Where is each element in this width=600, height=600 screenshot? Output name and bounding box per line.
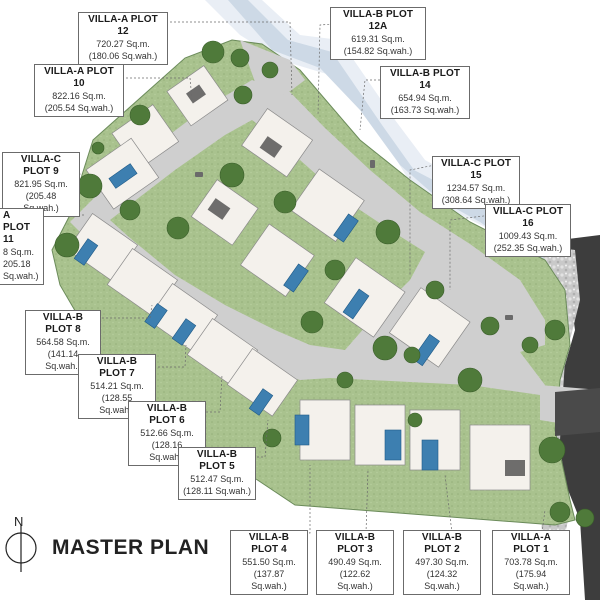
plot-area-sqm: 821.95 Sq.m. [14,179,68,189]
plot-label-villa-a-10: VILLA-A PLOT 10 822.16 Sq.m. (205.54 Sq.… [34,64,124,117]
plot-area-wah: (308.64 Sq.wah.) [441,195,511,205]
plot-name: VILLA-A PLOT 10 [44,66,114,89]
plot-area-wah: (128.11 Sq.wah.) [183,486,251,496]
cars [195,160,513,320]
plot-area-wah: (154.82 Sq.wah.) [343,46,413,56]
plot-name: VILLA-A PLOT 1 [510,532,552,555]
plot-label-villa-b-5: VILLA-B PLOT 5 512.47 Sq.m. (128.11 Sq.w… [178,447,256,500]
plot-name: VILLA-B PLOT 4 [248,532,290,555]
plot-area-sqm: 1234.57 Sq.m. [446,183,506,193]
plot-name: VILLA-B PLOT 7 [96,356,138,379]
plot-area-wah: (137.87 Sq.wah.) [251,569,287,591]
plot-name: VILLA-B PLOT 12A [342,9,414,32]
plot-area-wah: (163.73 Sq.wah.) [390,105,460,115]
plot-area-wah: (128.55 Sq.wah.) [99,393,135,415]
plot-area-wah: (128.16 Sq.wah.) [149,440,185,462]
plot-name: VILLA-C PLOT 15 [440,158,512,181]
plot-area-wah: (141.14 Sq.wah.) [45,349,81,371]
roof-accents [186,84,525,476]
plot-label-villa-a-12: VILLA-A PLOT 12 720.27 Sq.m. (180.06 Sq.… [78,12,168,65]
plot-label-villa-b-14: VILLA-B PLOT 14 654.94 Sq.m. (163.73 Sq.… [380,66,470,119]
trees [54,40,595,528]
plot-area-sqm: 654.94 Sq.m. [398,93,452,103]
plot-name: VILLA-B PLOT 5 [196,449,238,472]
plot-label-villa-b-2: VILLA-B PLOT 2 497.30 Sq.m. (124.32 Sq.w… [403,530,481,595]
plot-area-sqm: 822.16 Sq.m. [52,91,106,101]
plot-name: VILLA-B PLOT 14 [389,68,461,91]
north-label: N [14,514,24,529]
plot-area-sqm: 1009.43 Sq.m. [498,231,558,241]
plot-area-sqm: 619.31 Sq.m. [351,34,405,44]
plot-name: VILLA-B PLOT 8 [42,312,84,335]
plot-area-sqm: 720.27 Sq.m. [96,39,150,49]
plot-label-11: A PLOT 11 8 Sq.m. 205.18 Sq.wah.) [0,208,44,285]
plan-title: MASTER PLAN [52,536,210,559]
plot-name: A PLOT 11 [3,210,31,245]
road-bridge [555,388,600,436]
plot-label-villa-b-4: VILLA-B PLOT 4 551.50 Sq.m. (137.87 Sq.w… [230,530,308,595]
plot-area-sqm: 512.47 Sq.m. [190,474,244,484]
plot-name: VILLA-C PLOT 16 [492,206,564,229]
plot-area-sqm: 490.49 Sq.m. [328,557,382,567]
plot-area-wah: (124.32 Sq.wah.) [424,569,460,591]
plot-area-wah: (205.54 Sq.wah.) [44,103,114,113]
plot-area-sqm: 514.21 Sq.m. [90,381,144,391]
plot-name: VILLA-B PLOT 3 [334,532,376,555]
plot-area-sqm: 8 Sq.m. [3,247,35,257]
plot-area-sqm: 512.66 Sq.m. [140,428,194,438]
plot-area-sqm: 703.78 Sq.m. [504,557,558,567]
plot-label-villa-b-3: VILLA-B PLOT 3 490.49 Sq.m. (122.62 Sq.w… [316,530,394,595]
plot-label-villa-b-12a: VILLA-B PLOT 12A 619.31 Sq.m. (154.82 Sq… [330,7,426,60]
north-arrow-icon [5,525,37,572]
plot-area-wah: (252.35 Sq.wah.) [493,243,563,253]
plot-label-villa-c-15: VILLA-C PLOT 15 1234.57 Sq.m. (308.64 Sq… [432,156,520,209]
plot-area-sqm: 551.50 Sq.m. [242,557,296,567]
plot-name: VILLA-C PLOT 9 [20,154,62,177]
plot-area-wah: (175.94 Sq.wah.) [513,569,549,591]
plot-name: VILLA-B PLOT 2 [421,532,463,555]
plot-label-villa-c-16: VILLA-C PLOT 16 1009.43 Sq.m. (252.35 Sq… [485,204,571,257]
plot-area-sqm: 564.58 Sq.m. [36,337,90,347]
plot-area-wah: (180.06 Sq.wah.) [88,51,158,61]
plot-name: VILLA-B PLOT 6 [146,403,188,426]
plot-name: VILLA-A PLOT 12 [88,14,158,37]
plot-label-villa-a-1: VILLA-A PLOT 1 703.78 Sq.m. (175.94 Sq.w… [492,530,570,595]
pools [73,163,440,471]
plot-area-wah: (122.62 Sq.wah.) [337,569,373,591]
plot-area-sqm: 497.30 Sq.m. [415,557,469,567]
plot-area-wah: 205.18 Sq.wah.) [3,259,39,281]
